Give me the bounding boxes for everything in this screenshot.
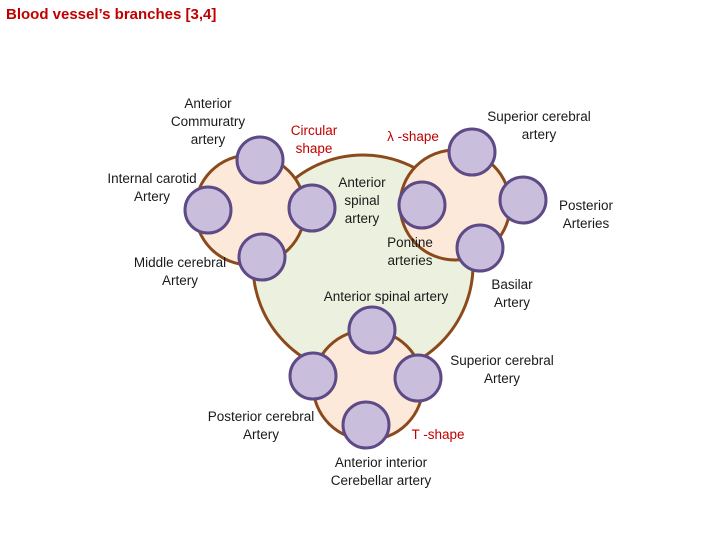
label-anterior-communicating: Anterior Commuratry artery xyxy=(170,96,246,147)
label-circular-shape: Circular shape xyxy=(290,123,338,156)
label-superior-cerebral-top: Superior cerebral artery xyxy=(487,109,591,142)
label-pontine-arteries: Pontine arteries xyxy=(387,235,433,268)
label-superior-cerebral-bottom: Superior cerebral Artery xyxy=(450,353,554,386)
node-superior-cerebral-bottom xyxy=(393,353,443,403)
label-anterior-spinal-mid: Anterior spinal artery xyxy=(338,175,386,226)
label-t-shape: T -shape xyxy=(411,427,465,442)
node-posterior-cerebral xyxy=(288,351,338,401)
label-anterior-spinal-bottom: Anterior spinal artery xyxy=(323,289,449,304)
label-basilar: Basilar Artery xyxy=(491,277,533,310)
node-anterior-interior-cerebellar xyxy=(341,400,391,450)
node-pontine-arteries xyxy=(455,223,505,273)
label-posterior-arteries: Posterior Arteries xyxy=(558,198,614,231)
node-anterior-spinal-bottom xyxy=(347,305,397,355)
label-posterior-cerebral: Posterior cerebral Artery xyxy=(207,409,315,442)
label-anterior-interior-cerebellar: Anterior interior Cerebellar artery xyxy=(330,455,432,488)
node-middle-cerebral xyxy=(237,232,287,282)
label-lambda-shape: λ -shape xyxy=(387,129,439,144)
page-title: Blood vessel’s branches [3,4] xyxy=(6,6,217,23)
node-anterior-spinal-mid xyxy=(397,180,447,230)
label-internal-carotid: Internal carotid Artery xyxy=(107,171,197,204)
node-anterior-communicating xyxy=(235,135,285,185)
node-internal-carotid xyxy=(183,185,233,235)
node-circular-shape xyxy=(287,183,337,233)
node-posterior-arteries xyxy=(498,175,548,225)
label-middle-cerebral: Middle cerebral Artery xyxy=(133,255,227,288)
node-superior-cerebral-top xyxy=(447,127,497,177)
